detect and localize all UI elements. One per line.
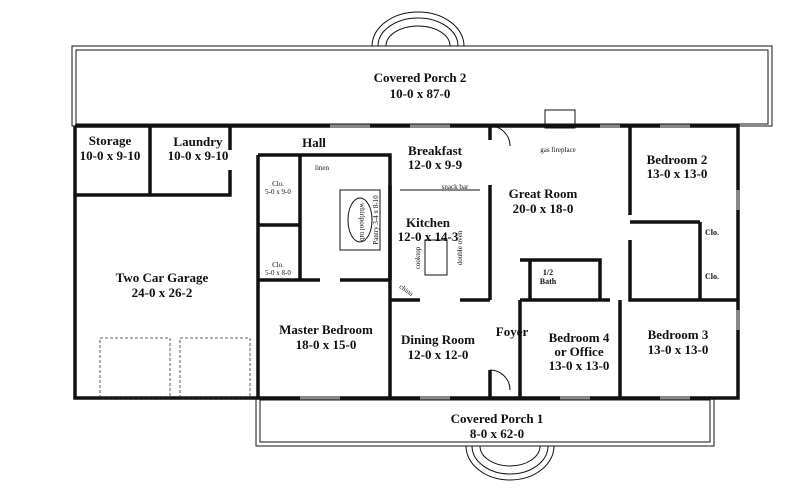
room-size: 18-0 x 15-0: [296, 337, 357, 352]
room-great-room: Great Room 20-0 x 18-0: [509, 186, 578, 216]
covered-porch-2: [71, 11, 773, 127]
snack-bar-label: snack bar: [442, 183, 469, 191]
room-name: 1/2: [543, 268, 553, 277]
room-name: Great Room: [509, 186, 578, 201]
room-hall: Hall: [302, 135, 326, 150]
room-covered-porch-1: Covered Porch 1 8-0 x 62-0: [451, 411, 544, 441]
room-name: Covered Porch 2: [374, 70, 467, 85]
room-size: 20-0 x 18-0: [513, 201, 574, 216]
closet-b: Clo. 5-0 x 8-0: [265, 261, 291, 277]
room-size: 24-0 x 26-2: [132, 285, 193, 300]
room-kitchen: Kitchen 12-0 x 14-3: [398, 215, 459, 244]
closet-name: Clo.: [272, 180, 284, 188]
room-size: 12-0 x 14-3: [398, 229, 459, 244]
room-size: 10-0 x 9-10: [80, 148, 141, 163]
room-half-bath: 1/2 Bath: [540, 268, 557, 286]
closet-name: Clo.: [272, 261, 284, 269]
room-foyer: Foyer: [496, 324, 529, 339]
room-name: Bath: [540, 277, 557, 286]
linen-label: linen: [315, 164, 329, 172]
closet-d: Clo.: [705, 272, 719, 281]
closet-a: Clo. 5-0 x 9-0: [265, 180, 291, 196]
room-size: 13-0 x 13-0: [648, 342, 709, 357]
room-bedroom-2: Bedroom 2 13-0 x 13-0: [647, 152, 708, 181]
room-bedroom-3: Bedroom 3 13-0 x 13-0: [648, 327, 709, 357]
room-size: 10-0 x 9-10: [168, 148, 229, 163]
closet-size: 5-0 x 9-0: [265, 188, 291, 196]
room-name: Bedroom 4: [549, 330, 610, 345]
room-name: Breakfast: [408, 143, 463, 158]
room-size: 12-0 x 12-0: [408, 347, 469, 362]
exterior-walls: [73, 124, 740, 400]
room-name: Laundry: [173, 134, 223, 149]
whirlpool-label: whirlpool tub: [358, 203, 366, 241]
closet-size: 5-0 x 8-0: [265, 269, 291, 277]
room-breakfast: Breakfast 12-0 x 9-9: [408, 143, 463, 172]
room-covered-porch-2: Covered Porch 2 10-0 x 87-0: [374, 70, 467, 101]
room-name: Two Car Garage: [116, 270, 209, 285]
room-garage: Two Car Garage 24-0 x 26-2: [116, 270, 209, 300]
room-laundry: Laundry 10-0 x 9-10: [168, 134, 229, 163]
cooktop-label: cooktop: [414, 246, 422, 269]
interior-walls: [75, 109, 738, 398]
room-name: Covered Porch 1: [451, 411, 544, 426]
room-master-bedroom: Master Bedroom 18-0 x 15-0: [279, 322, 373, 352]
room-name: Bedroom 3: [648, 327, 709, 342]
room-bedroom-4: Bedroom 4 or Office 13-0 x 13-0: [549, 330, 610, 373]
room-size: 13-0 x 13-0: [549, 358, 610, 373]
room-size: 10-0 x 87-0: [390, 86, 451, 101]
pantry-label: Pantry 3-4 x 8-10: [372, 195, 380, 245]
room-storage: Storage 10-0 x 9-10: [80, 133, 141, 163]
room-name: Master Bedroom: [279, 322, 373, 337]
room-name-2: or Office: [554, 344, 603, 359]
room-name: Bedroom 2: [647, 152, 708, 167]
room-name: Kitchen: [406, 215, 451, 230]
room-name: Dining Room: [401, 332, 475, 347]
room-dining: Dining Room 12-0 x 12-0: [401, 332, 475, 362]
room-size: 13-0 x 13-0: [647, 166, 708, 181]
china-label: china: [398, 283, 416, 299]
room-size: 8-0 x 62-0: [470, 426, 524, 441]
gas-fireplace-label: gas fireplace: [540, 146, 576, 154]
double-oven-label: double oven: [456, 230, 464, 265]
room-name: Storage: [89, 133, 132, 148]
room-size: 12-0 x 9-9: [408, 157, 463, 172]
closet-c: Clo.: [705, 228, 719, 237]
garage-doors: [99, 337, 251, 399]
